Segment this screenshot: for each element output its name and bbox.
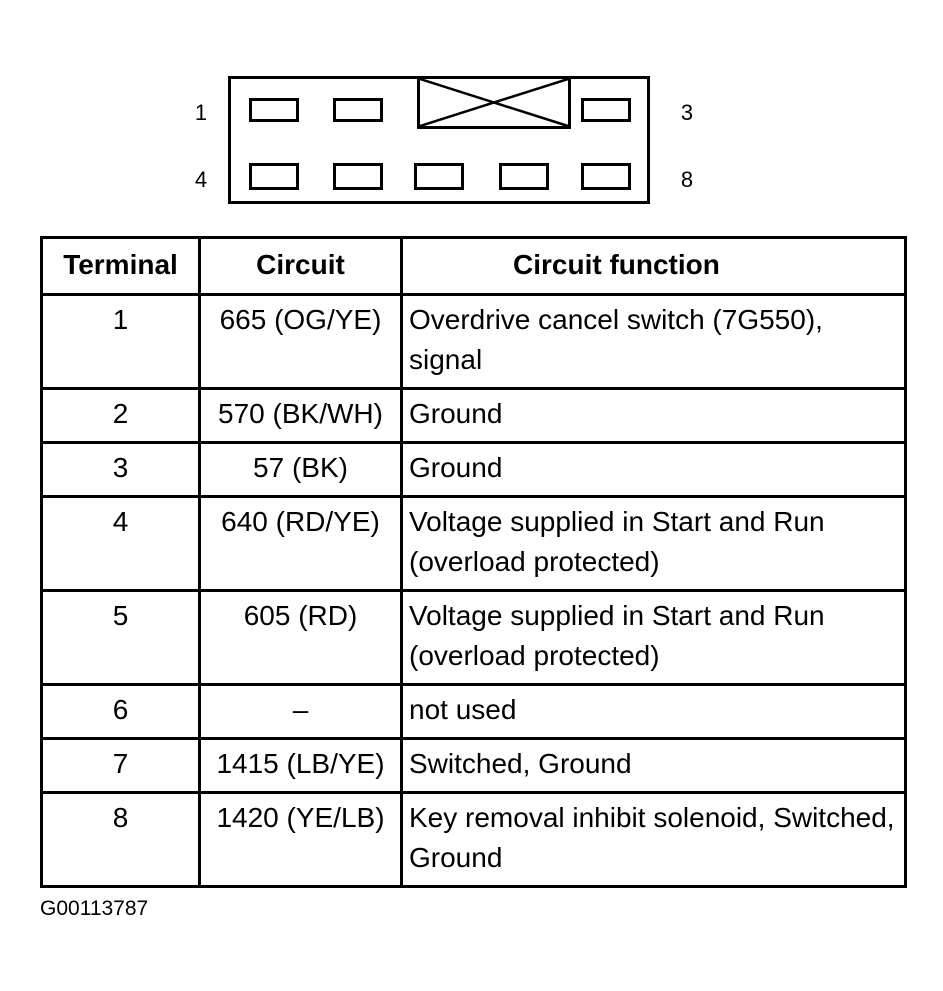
table-row: 3 57 (BK) Ground	[40, 441, 907, 498]
header-terminal: Terminal	[40, 236, 201, 296]
circuit-cell: 57 (BK)	[198, 441, 403, 498]
blocked-cross-icon	[420, 79, 569, 128]
terminal-cell: 2	[40, 387, 201, 444]
table-header-row: Terminal Circuit Circuit function	[40, 236, 907, 296]
circuit-cell: 605 (RD)	[198, 589, 403, 686]
figure-id: G00113787	[40, 897, 149, 920]
terminal-cell: 7	[40, 737, 201, 794]
connector-pin-7	[499, 163, 549, 190]
table-row: 4 640 (RD/YE) Voltage supplied in Start …	[40, 495, 907, 592]
table-row: 5 605 (RD) Voltage supplied in Start and…	[40, 589, 907, 686]
connector-diagram	[228, 76, 650, 204]
terminal-cell: 8	[40, 791, 201, 888]
connector-pin-5	[333, 163, 383, 190]
table-row: 1 665 (OG/YE) Overdrive cancel switch (7…	[40, 293, 907, 390]
pinout-table: Terminal Circuit Circuit function 1 665 …	[40, 236, 907, 888]
pin-label-8: 8	[680, 167, 694, 192]
table-row: 6 – not used	[40, 683, 907, 740]
terminal-cell: 6	[40, 683, 201, 740]
pin-label-4: 4	[194, 167, 208, 192]
terminal-cell: 1	[40, 293, 201, 390]
connector-pin-2	[333, 98, 383, 122]
function-cell: Voltage supplied in Start and Run (overl…	[400, 589, 907, 686]
pin-label-3: 3	[680, 100, 694, 125]
pin-label-1: 1	[194, 100, 208, 125]
connector-pin-3	[581, 98, 631, 122]
circuit-cell: 1420 (YE/LB)	[198, 791, 403, 888]
connector-pin-1	[249, 98, 299, 122]
connector-pin-6	[414, 163, 464, 190]
connector-blocked-position	[417, 79, 571, 129]
terminal-cell: 4	[40, 495, 201, 592]
table-row: 7 1415 (LB/YE) Switched, Ground	[40, 737, 907, 794]
header-circuit: Circuit	[198, 236, 403, 296]
circuit-cell: 665 (OG/YE)	[198, 293, 403, 390]
terminal-cell: 3	[40, 441, 201, 498]
function-cell: Voltage supplied in Start and Run (overl…	[400, 495, 907, 592]
circuit-cell: 1415 (LB/YE)	[198, 737, 403, 794]
function-cell: Ground	[400, 387, 907, 444]
terminal-cell: 5	[40, 589, 201, 686]
function-cell: Key removal inhibit solenoid, Switched, …	[400, 791, 907, 888]
header-circuit-function: Circuit function	[400, 236, 907, 296]
function-cell: not used	[400, 683, 907, 740]
table-row: 8 1420 (YE/LB) Key removal inhibit solen…	[40, 791, 907, 888]
function-cell: Ground	[400, 441, 907, 498]
connector-pin-8	[581, 163, 631, 190]
circuit-cell: –	[198, 683, 403, 740]
circuit-cell: 570 (BK/WH)	[198, 387, 403, 444]
table-row: 2 570 (BK/WH) Ground	[40, 387, 907, 444]
function-cell: Switched, Ground	[400, 737, 907, 794]
circuit-cell: 640 (RD/YE)	[198, 495, 403, 592]
connector-pin-4	[249, 163, 299, 190]
function-cell: Overdrive cancel switch (7G550), signal	[400, 293, 907, 390]
